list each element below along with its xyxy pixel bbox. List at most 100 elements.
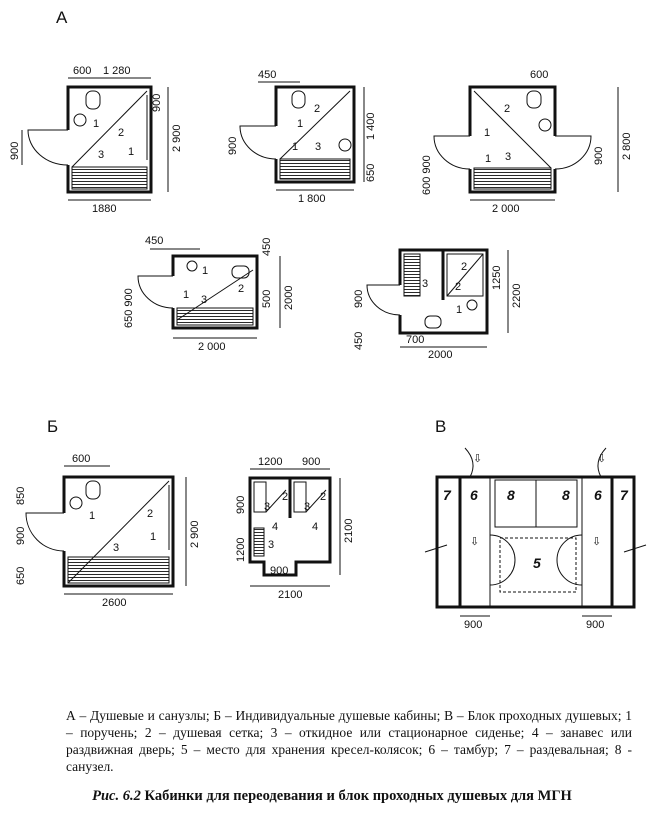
plan5-label-3: 3 [422, 278, 428, 290]
plan4-dim-650-900: 650 900 [123, 288, 135, 328]
plan8-storage-area [499, 537, 577, 593]
plan-shower-5: 1250 2200 900 450 700 2000 3 2 2 1 [353, 248, 523, 361]
plan1-door-gap [63, 130, 73, 165]
plan-cabin-6: 600 850 900 650 2 900 2600 1 2 1 3 [15, 453, 201, 609]
plan7-dim-2100: 2100 [278, 589, 302, 601]
plan-shower-3: 600 2 800 600 900 900 2 000 2 1 1 3 [421, 69, 633, 215]
plan5-shower-tray [446, 253, 484, 297]
plan4-dim-2000: 2 000 [198, 341, 226, 353]
plan5-sink-icon [466, 299, 478, 311]
plan2-door-swing [239, 125, 277, 160]
plan4-dim-2000-vertical: 2000 [283, 286, 295, 310]
plan2-toilet-icon [291, 90, 306, 109]
plan5-door-swing [366, 284, 401, 316]
plan7-label-2b: 2 [320, 491, 326, 503]
plan7-shower-b [293, 481, 307, 513]
plan6-door-gap [59, 513, 69, 551]
plan1-label-3: 3 [98, 149, 104, 161]
plan8-label-6b: 6 [594, 487, 602, 503]
plan2-dim-1800: 1 800 [298, 193, 326, 205]
plan7-label-3b: 3 [304, 501, 310, 513]
plan1-dim-900-door: 900 [9, 142, 21, 160]
plan3-label-2: 2 [504, 103, 510, 115]
figure-number: Рис. 6.2 [92, 788, 141, 804]
plan2-sink-icon [338, 138, 352, 152]
plan4-sink-icon [186, 260, 198, 272]
plan1-handrail-diagonal [71, 90, 148, 168]
plan-shower-4: 450 450 650 900 500 2000 2 000 1 2 1 3 [123, 235, 295, 353]
plan1-label-1b: 1 [128, 146, 134, 158]
plan3-door-gap-right [550, 136, 560, 169]
plan8-dim-900b: 900 [586, 619, 604, 631]
plan4-seat-hatch [176, 307, 254, 326]
plan6-handrail-diagonal [67, 480, 170, 584]
plan3-door-swing-right [554, 135, 592, 170]
plan5-dim-2000: 2000 [428, 349, 452, 361]
plan8-label-7a: 7 [443, 487, 452, 503]
plan-shower-1: 600 1 280 900 2 900 900 1880 1 2 1 3 [9, 65, 183, 215]
plan3-toilet-icon [526, 90, 542, 109]
plan4-dim-450a: 450 [145, 235, 163, 247]
plan3-door-gap-left [465, 136, 475, 169]
figure-caption: Рис. 6.2 Кабинки для переодевания и блок… [40, 787, 624, 805]
plan7-label-4b: 4 [312, 521, 318, 533]
plan2-door-gap [271, 126, 281, 159]
plan7-label-3c: 3 [268, 539, 274, 551]
plan7-dim-1200-vertical: 1200 [235, 538, 247, 562]
plan7-shower-a [253, 481, 267, 513]
plan2-label-1b: 1 [292, 141, 298, 153]
plan8-arrow-right-bottom: ⇩ [592, 536, 601, 548]
plan8-outer-walls [435, 475, 636, 609]
plan8-label-8a: 8 [507, 487, 515, 503]
plan4-dim-450b: 450 [261, 238, 273, 256]
plan5-seat-hatch [403, 253, 421, 297]
plan5-label-2a: 2 [461, 261, 467, 273]
plan-shower-2: 450 1 400 900 650 1 800 2 1 1 3 [227, 69, 377, 205]
plan7-dim-900: 900 [270, 565, 288, 577]
plan3-handrail-diagonal [473, 90, 552, 169]
plan2-dim-900: 900 [227, 137, 239, 155]
plan5-dim-1250: 1250 [491, 266, 503, 290]
plan7-curtain-a [265, 489, 287, 513]
plan1-dim-900-top: 900 [151, 94, 163, 112]
plan8-dim-900a: 900 [464, 619, 482, 631]
plan3-label-1a: 1 [484, 127, 490, 139]
plan6-dim-2900: 2 900 [189, 520, 201, 548]
plan6-label-1b: 1 [150, 531, 156, 543]
plan3-label-3: 3 [505, 151, 511, 163]
plan5-dim-450: 450 [353, 332, 365, 350]
plan6-sink-icon [69, 496, 83, 510]
plan5-label-2b: 2 [455, 281, 461, 293]
plan5-dim-900: 900 [353, 290, 365, 308]
plan2-seat-hatch [279, 158, 351, 180]
plan7-dim-1200: 1200 [258, 456, 282, 468]
plan8-break-right [623, 544, 647, 553]
plan3-sink-icon [538, 118, 552, 132]
plan4-dim-500: 500 [261, 290, 273, 308]
plan3-dim-600-900: 600 900 [421, 155, 433, 195]
plan6-dim-850: 850 [15, 487, 27, 505]
plan1-dim-600: 600 [73, 65, 91, 77]
plan2-label-1a: 1 [297, 118, 303, 130]
plan8-arrow-down-right: ⇩ [597, 453, 606, 465]
plan6-dim-900: 900 [15, 527, 27, 545]
plan3-dim-2800: 2 800 [621, 132, 633, 160]
plan6-label-3: 3 [113, 542, 119, 554]
section-label-a: А [56, 8, 68, 27]
plan8-label-5: 5 [533, 555, 541, 571]
plan4-toilet-icon [231, 265, 250, 279]
plan6-label-2: 2 [147, 508, 153, 520]
plan5-label-1: 1 [456, 304, 462, 316]
plan-cabin-7: 1200 900 900 1200 2100 900 2100 2 2 3 3 … [235, 456, 355, 601]
plan4-label-3: 3 [201, 294, 207, 306]
plan3-dim-2000: 2 000 [492, 203, 520, 215]
plan1-dim-1880: 1880 [92, 203, 116, 215]
plan1-label-1a: 1 [93, 118, 99, 130]
plan7-walls [248, 476, 332, 577]
plan4-label-1b: 1 [183, 289, 189, 301]
section-label-b: Б [47, 417, 58, 436]
plan6-label-1a: 1 [89, 510, 95, 522]
plan8-door-top-left [464, 447, 474, 478]
plan2-handrail-diagonal [279, 90, 351, 160]
plan7-bench-hatch [253, 527, 265, 557]
